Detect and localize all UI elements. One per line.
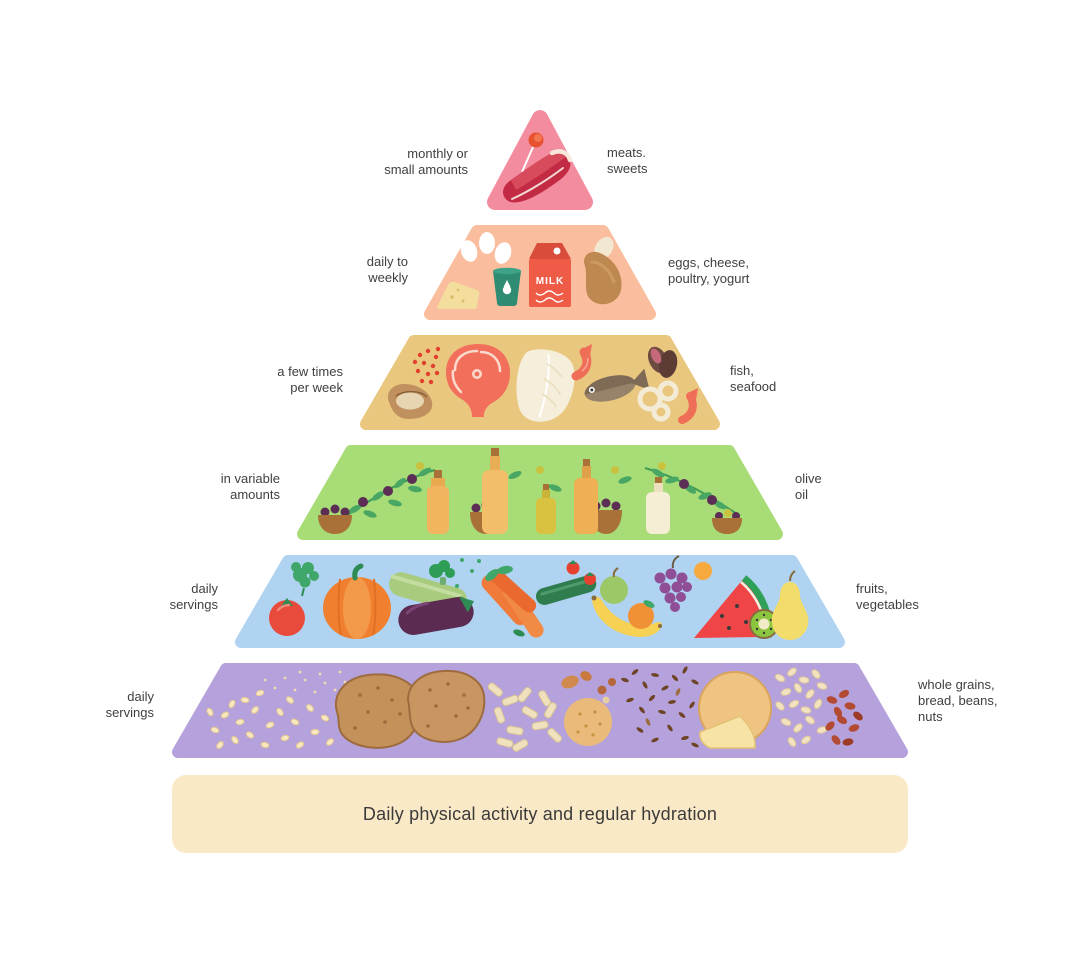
frequency-label-level-2: daily to weekly [366,254,408,285]
fish-fillet-icon [516,349,575,422]
activity-hydration-label: Daily physical activity and regular hydr… [362,803,718,824]
carrots-icon [481,565,544,638]
apricot-icon [694,562,712,580]
pumpkin-icon [323,563,391,639]
foods-label-level-1: meats. sweets [607,145,648,176]
level-3-fish-seafood [360,335,720,430]
oats-icon [206,670,347,749]
grapes-icon [654,555,692,612]
foods-label-level-2: eggs, cheese, poultry, yogurt [668,255,750,286]
kiwi-icon [749,609,779,639]
squid-rings-icon [637,380,679,422]
level-1-meats-sweets [487,110,593,210]
steak-icon [502,149,573,203]
broccoli-icon [429,558,481,588]
cheese-icon [436,281,480,309]
beans-icon [825,689,863,746]
strawberry-icon [566,560,596,585]
foods-label-level-6: whole grains, bread, beans, nuts [918,677,998,724]
dates-icon [561,671,616,704]
frequency-label-level-4: in variable amounts [220,471,280,502]
nuts-icon [774,667,828,747]
cracker-icon [564,698,612,746]
salmon-steak-icon [446,344,510,417]
foods-label-level-5: fruits, vegetables [856,581,919,612]
orange-icon [628,600,655,629]
level-6-grains-bread-beans-nuts [172,663,908,758]
shrimp-icon [571,344,698,424]
apple-icon [600,567,628,604]
eggs-icon [460,232,512,264]
cucumber-icon [535,575,597,605]
svg-text:MILK: MILK [536,276,564,287]
greens-icon [291,562,319,597]
activity-hydration-bar: Daily physical activity and regular hydr… [172,775,908,853]
oyster-icon [387,384,433,419]
yogurt-icon [493,267,521,306]
pasta-icon [487,682,563,752]
frequency-label-level-6: daily servings [105,689,154,720]
lollipop-icon [521,132,544,173]
seeds-icon [621,666,699,748]
bread-wheel-icon [698,671,772,749]
level-2-eggs-cheese-poultry-yogurt: MILK [424,225,656,320]
frequency-label-level-3: a few times per week [277,364,343,395]
eggplant-icon [398,596,475,635]
fish-icon [584,368,650,402]
bread-icon [334,669,486,749]
foods-label-level-3: fish, seafood [730,363,777,394]
milk-carton-icon: MILK [529,243,571,307]
frequency-label-level-5: daily servings [169,581,218,612]
oil-bottle-icon [427,448,670,534]
tomato-icon [269,598,305,636]
caviar-icon [412,346,441,385]
mussel-icon [647,346,678,378]
level-4-olive-oil [297,445,783,540]
level-5-fruits-vegetables [235,555,845,648]
pear-icon [771,570,809,640]
olive-branch-icon [339,462,741,521]
frequency-label-level-1: monthly or small amounts [384,146,468,177]
drumstick-icon [584,236,622,305]
olive-bowl-icon [318,498,742,534]
foods-label-level-4: olive oil [795,471,822,502]
